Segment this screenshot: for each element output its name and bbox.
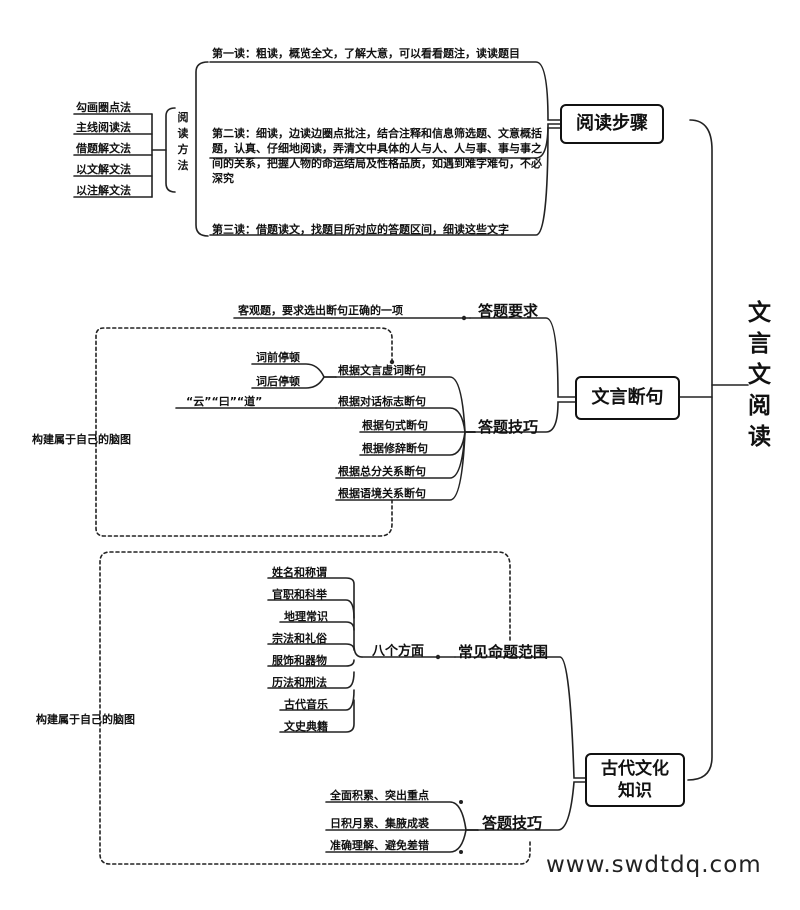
root-title: 文言文阅读 bbox=[748, 300, 771, 450]
sb-own-map-dashed bbox=[95, 327, 393, 537]
method-item: 借题解文法 bbox=[76, 142, 131, 155]
sb-to-requirement-line bbox=[469, 317, 576, 398]
eight-aspects-label: 八个方面 bbox=[372, 644, 425, 659]
ac-skill-item: 全面积累、突出重点 bbox=[330, 789, 429, 802]
ancient-culture-node: 古代文化知识 bbox=[585, 753, 685, 807]
skill-item: 根据句式断句 bbox=[362, 419, 428, 432]
skill-item: 根据对话标志断句 bbox=[338, 395, 426, 408]
step2-line bbox=[209, 123, 561, 159]
sb-to-skills-line bbox=[474, 401, 576, 433]
ac-skills-label: 答题技巧 bbox=[482, 814, 543, 832]
ac-own-map-label: 构建属于自己的脑图 bbox=[36, 713, 135, 726]
skill-item: 根据修辞断句 bbox=[362, 442, 428, 455]
step-2-text: 第二读：细读，边读边圈点批注，结合注释和信息筛选题、文意概括题，认真、仔细地阅读… bbox=[212, 127, 542, 185]
ac-skill-item: 准确理解、避免差错 bbox=[330, 839, 429, 852]
sb-skills-label: 答题技巧 bbox=[478, 418, 539, 436]
dialogue-markers: “云”“曰”“道” bbox=[186, 395, 263, 408]
scope-item: 姓名和称谓 bbox=[272, 566, 327, 579]
reading-methods-label: 阅读方法 bbox=[177, 111, 189, 172]
sb-own-map-label: 构建属于自己的脑图 bbox=[32, 433, 131, 446]
step3-line bbox=[209, 127, 561, 236]
scope-label: 常见命题范围 bbox=[458, 643, 549, 661]
skill-item: 根据文言虚词断句 bbox=[338, 364, 426, 377]
methods-bracket-right bbox=[165, 107, 176, 193]
root-trunk-line bbox=[687, 119, 713, 781]
sentence-break-node: 文言断句 bbox=[575, 376, 680, 420]
method-item: 勾画圈点法 bbox=[76, 101, 131, 114]
scope-item: 服饰和器物 bbox=[272, 654, 327, 667]
requirement-label: 答题要求 bbox=[478, 302, 539, 320]
method-item: 主线阅读法 bbox=[76, 121, 131, 134]
function-word-sub: 词后停顿 bbox=[256, 375, 300, 388]
requirement-content: 客观题，要求选出断句正确的一项 bbox=[238, 304, 403, 317]
method-item: 以文解文法 bbox=[76, 163, 131, 176]
ac-to-skills-line bbox=[477, 781, 586, 831]
steps-bracket bbox=[195, 61, 209, 237]
scope-item: 官职和科举 bbox=[272, 588, 327, 601]
function-word-sub: 词前停顿 bbox=[256, 351, 300, 364]
skill-item: 根据语境关系断句 bbox=[338, 487, 426, 500]
skill-item: 根据总分关系断句 bbox=[338, 465, 426, 478]
scope-item: 宗法和礼俗 bbox=[272, 632, 327, 645]
ac-skill-item: 日积月累、集腋成裘 bbox=[330, 817, 429, 830]
step-1-text: 第一读：粗读，概览全文，了解大意，可以看看题注，读读题目 bbox=[212, 47, 520, 60]
scope-item: 文史典籍 bbox=[284, 720, 328, 733]
reading-steps-node: 阅读步骤 bbox=[560, 104, 664, 144]
scope-item: 古代音乐 bbox=[284, 698, 328, 711]
watermark: www.swdtdq.com bbox=[546, 852, 762, 878]
ac-to-scope-line bbox=[454, 656, 586, 779]
method-item: 以注解文法 bbox=[76, 184, 131, 197]
ac-own-map-dashed bbox=[99, 551, 531, 865]
scope-item: 地理常识 bbox=[284, 610, 328, 623]
scope-item: 历法和刑法 bbox=[272, 676, 327, 689]
step-3-text: 第三读：借题读文，找题目所对应的答题区间，细读这些文字 bbox=[212, 223, 509, 236]
step1-line bbox=[209, 61, 561, 121]
